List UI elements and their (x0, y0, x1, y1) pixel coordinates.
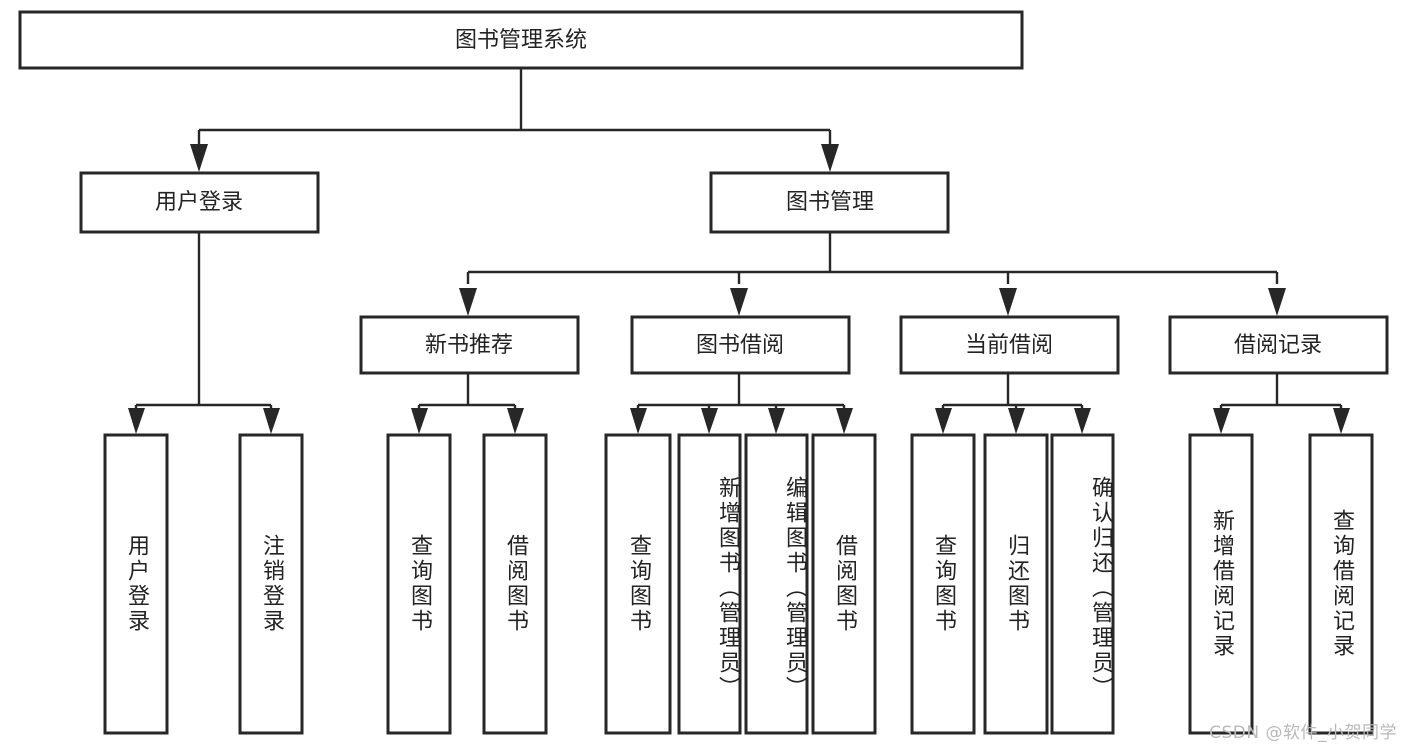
arrow-to-current-borrow (999, 288, 1017, 316)
label-new-book-recommend: 新书推荐 (425, 333, 513, 358)
leaf-box-user-login[interactable] (103, 433, 169, 735)
watermark-text: CSDN @软件_小贺同学 (1209, 723, 1397, 743)
leaf-box-borrow-book-1[interactable] (482, 433, 548, 735)
labels-layer: 图书管理系统 用户登录 图书管理 新书推荐 图书借阅 当前借阅 借阅记录 (155, 28, 1322, 358)
arrow-leaf-user-login (128, 408, 145, 434)
node-box-book-borrow[interactable] (630, 315, 851, 375)
leaf-box-return-book[interactable] (983, 433, 1049, 735)
nodes-layer (18, 10, 1389, 735)
node-box-book-manage[interactable] (709, 171, 950, 234)
arrow-leaf-confirm-return (1074, 408, 1091, 434)
arrow-to-user-login (190, 144, 208, 172)
arrow-leaf-add-record (1213, 408, 1230, 434)
arrow-leaf-borrow-book-1 (507, 408, 524, 434)
leaf-box-add-borrow-record[interactable] (1188, 433, 1254, 735)
arrow-leaf-borrow-book-2 (836, 408, 853, 434)
leaf-box-logout-login[interactable] (238, 433, 304, 735)
arrow-leaf-logout-login (263, 408, 280, 434)
arrow-leaf-return-book (1008, 408, 1025, 434)
label-borrow-record: 借阅记录 (1234, 333, 1322, 358)
label-user-login: 用户登录 (155, 190, 243, 215)
leaf-box-confirm-return-admin[interactable] (1050, 433, 1115, 735)
node-box-borrow-record[interactable] (1168, 315, 1389, 375)
leaf-box-query-book-1[interactable] (386, 433, 452, 735)
node-box-new-book-recommend[interactable] (359, 315, 580, 375)
arrow-leaf-query-book-2 (630, 408, 647, 434)
leaf-box-query-book-2[interactable] (604, 433, 672, 735)
label-root: 图书管理系统 (455, 28, 587, 53)
arrow-to-book-borrow (730, 288, 748, 316)
leaf-box-query-book-3[interactable] (910, 433, 976, 735)
arrow-to-new-book-rec (459, 288, 477, 316)
arrow-leaf-add-book (701, 408, 718, 434)
label-book-borrow: 图书借阅 (696, 333, 784, 358)
label-current-borrow: 当前借阅 (965, 333, 1053, 358)
node-box-current-borrow[interactable] (899, 315, 1120, 375)
leaf-box-edit-book-admin[interactable] (744, 433, 809, 735)
arrow-to-borrow-record (1268, 288, 1286, 316)
node-box-root[interactable] (18, 10, 1024, 70)
arrow-leaf-query-record (1333, 408, 1350, 434)
node-box-user-login[interactable] (79, 171, 320, 234)
label-book-manage: 图书管理 (786, 190, 874, 215)
leaf-box-query-borrow-record[interactable] (1308, 433, 1374, 735)
arrow-to-book-manage (821, 144, 839, 172)
leaf-box-add-book-admin[interactable] (677, 433, 742, 735)
leaf-box-borrow-book-2[interactable] (811, 433, 877, 735)
arrow-leaf-query-book-1 (411, 408, 428, 434)
arrow-leaf-edit-book (768, 408, 785, 434)
arrow-leaf-query-book-3 (935, 408, 952, 434)
edges-layer (128, 68, 1350, 434)
